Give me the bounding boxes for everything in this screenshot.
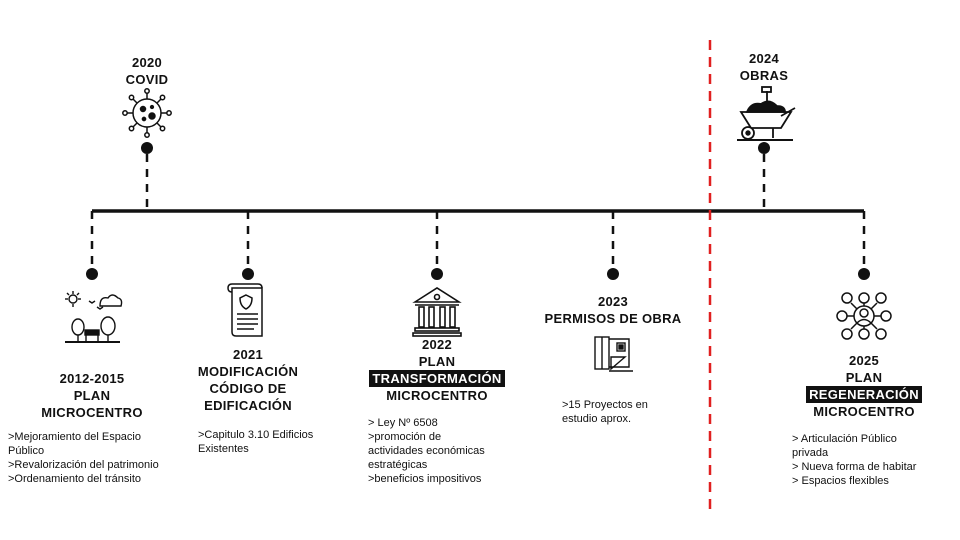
virus-icon: [122, 88, 172, 138]
blueprint-icon: [594, 336, 633, 372]
connector-2025: [858, 211, 870, 280]
network-people-icon: [836, 292, 892, 340]
government-building-icon: [412, 287, 462, 337]
connector-2021: [242, 211, 254, 280]
connector-2022: [431, 211, 443, 280]
connector-2012: [86, 211, 98, 280]
event-2022-details: > Ley Nº 6508>promoción de actividades e…: [368, 417, 485, 485]
document-icon: [227, 283, 263, 337]
connector-2020: [141, 142, 153, 211]
connector-2024: [758, 142, 770, 211]
wheelbarrow-icon: [737, 86, 796, 141]
highlight-transformacion: TRANSFORMACIÓN: [369, 370, 505, 387]
connector-2023: [607, 211, 619, 280]
park-icon: [65, 291, 123, 343]
highlight-regeneracion: REGENERACIÓN: [806, 386, 922, 403]
